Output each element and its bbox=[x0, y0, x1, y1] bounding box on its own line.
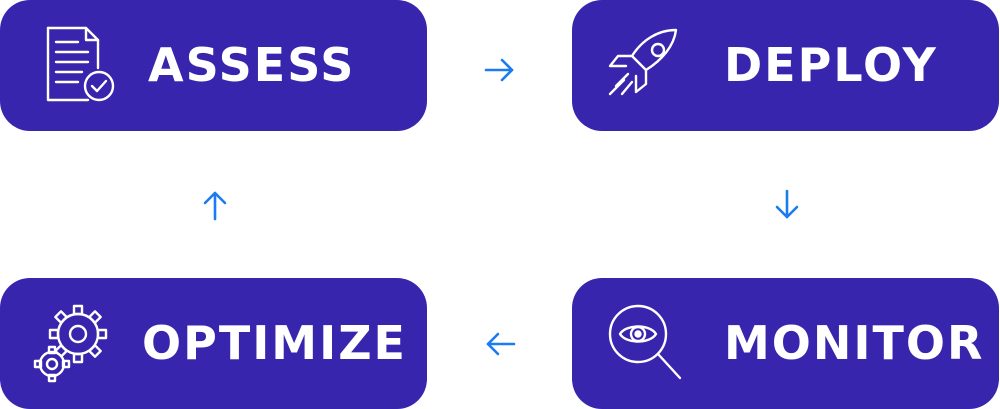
step-card-deploy: DEPLOY bbox=[572, 0, 999, 131]
step-card-assess: ASSESS bbox=[0, 0, 427, 131]
arrow-up-icon bbox=[197, 187, 233, 223]
rocket-icon bbox=[602, 22, 688, 108]
arrow-right-icon bbox=[482, 52, 518, 88]
arrow-left-icon bbox=[482, 326, 518, 362]
step-label: DEPLOY bbox=[724, 38, 938, 92]
arrow-down-icon bbox=[769, 187, 805, 223]
step-card-monitor: MONITOR bbox=[572, 278, 999, 409]
checklist-document-icon bbox=[36, 22, 122, 108]
step-label: OPTIMIZE bbox=[142, 316, 407, 370]
step-label: MONITOR bbox=[724, 316, 985, 370]
step-card-optimize: OPTIMIZE bbox=[0, 278, 427, 409]
gears-icon bbox=[30, 300, 116, 386]
step-label: ASSESS bbox=[148, 38, 356, 92]
magnifier-eye-icon bbox=[602, 300, 688, 386]
